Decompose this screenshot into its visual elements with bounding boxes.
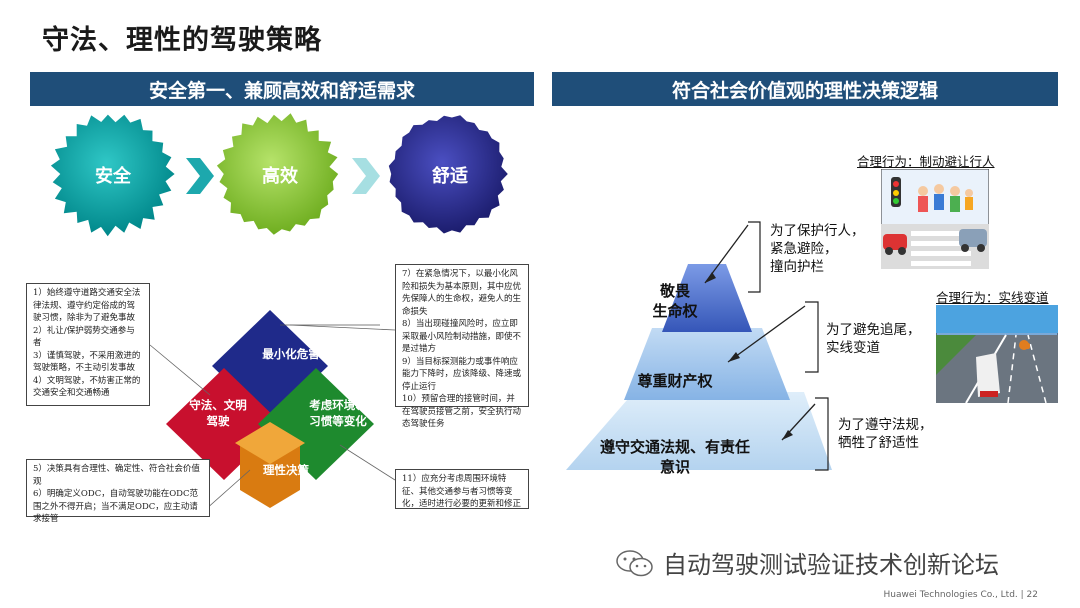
efficiency-blob [216, 113, 339, 235]
safety-blob [50, 114, 175, 237]
forum-watermark: 自动驾驶测试验证技术创新论坛 [615, 545, 999, 580]
stage-label-comfort: 舒适 [432, 166, 468, 187]
note-item: 9）当目标探测能力或事件响应能力下降时，应该降级、降速或停止运行 [402, 356, 522, 392]
annotation-avoid-rear-end: 为了避免追尾， 实线变道 [826, 322, 921, 356]
pedestrian-crossing-image [881, 169, 989, 269]
note-item: 11）应充分考虑周围环境特征、其他交通参与者习惯等变化，适时进行必要的更新和修正 [402, 474, 522, 509]
note-item: 3）谨慎驾驶，不采用激进的驾驶策略，不主动引发事故 [33, 350, 141, 374]
note-item: 10）预留合理的接管时间，并在驾驶员接管之前，安全执行动态驾驶任务 [402, 394, 522, 429]
annotation-protect-pedestrian: 为了保护行人， 紧急避险， 撞向护栏 [770, 223, 865, 275]
note-item: 1）始终遵守道路交通安全法律法规、遵守约定俗成的驾驶习惯，除非为了避免事故 [33, 288, 141, 323]
cube-bottom-top [235, 422, 305, 464]
right-section-header: 符合社会价值观的理性决策逻辑 [552, 72, 1058, 106]
pyramid-label-life: 敬畏 生命权 [652, 282, 698, 320]
stage-flow [50, 113, 508, 237]
stage-label-safety: 安全 [95, 166, 131, 187]
note-box-rule-11: 11）应充分考虑周围环境特征、其他交通参与者习惯等变化，适时进行必要的更新和修正 [395, 469, 529, 509]
picture-title-solid-line-lane-change: 合理行为：实线变道 [936, 290, 1049, 305]
note-item: 2）礼让/保护弱势交通参与者 [33, 325, 135, 349]
note-item: 6）明确定义ODC，自动驾驶功能在ODC范围之外不得开启；当不满足ODC，应主动… [33, 489, 198, 524]
pyramid-label-traffic-law: 遵守交通法规、有责任 意识 [599, 438, 750, 476]
note-box-rules-1-4: 1）始终遵守道路交通安全法律法规、遵守约定俗成的驾驶习惯，除非为了避免事故 2）… [26, 283, 150, 406]
highway-lane-change-image [936, 305, 1058, 403]
stage-label-efficiency: 高效 [262, 166, 298, 187]
cube-label-minimize-harm: 最小化危害 [262, 347, 320, 361]
wechat-icon [616, 549, 653, 576]
watermark-text: 自动驾驶测试验证技术创新论坛 [663, 551, 999, 579]
footer-company-page: Huawei Technologies Co., Ltd. | 22 [883, 590, 1038, 600]
comfort-blob [388, 115, 508, 234]
pyramid-label-property: 尊重财产权 [637, 372, 713, 390]
pyramid-tier-base [566, 392, 832, 470]
note-item: 8）当出现碰撞风险时，应立即采取最小风险制动措施，即使不是过错方 [402, 319, 522, 354]
note-box-rules-5-6: 5）决策具有合理性、确定性、符合社会价值观 6）明确定义ODC，自动驾驶功能在O… [26, 459, 210, 524]
picture-title-brake-pedestrian: 合理行为：制动避让行人 [857, 154, 995, 169]
note-item: 4）文明驾驶，不妨害正常的交通安全和交通畅通 [33, 375, 141, 399]
cube-label-lawful-driving: 守法、文明 驾驶 [189, 398, 247, 428]
chevron-right-icon [352, 158, 380, 194]
chevron-right-icon [186, 158, 214, 194]
cube-label-rational-decision: 理性决策 [263, 463, 309, 477]
left-section-header: 安全第一、兼顾高效和舒适需求 [30, 72, 534, 106]
note-item: 5）决策具有合理性、确定性、符合社会价值观 [33, 464, 200, 487]
annotation-comply-regulation: 为了遵守法规， 牺牲了舒适性 [838, 417, 933, 451]
note-item: 7）在紧急情况下，以最小化风险和损失为基本原则，其中应优先保障人的生命权，避免人… [402, 269, 522, 317]
page-title: 守法、理性的驾驶策略 [42, 25, 322, 56]
cube-label-environment-change: 考虑环境、 习惯等变化 [309, 398, 367, 428]
note-box-rules-7-10: 7）在紧急情况下，以最小化风险和损失为基本原则，其中应优先保障人的生命权，避免人… [395, 264, 529, 429]
